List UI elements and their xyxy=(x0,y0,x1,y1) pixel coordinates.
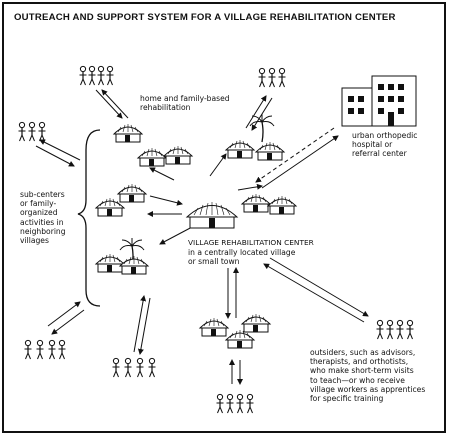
huts-bottom-cluster xyxy=(199,313,271,349)
family-top-right xyxy=(257,67,287,88)
huts-left-cluster xyxy=(95,183,147,217)
label-sub-centers: sub-centers or family- organized activit… xyxy=(20,190,66,246)
label-village-rehabilitation-center: VILLAGE REHABILITATION CENTER xyxy=(188,238,314,247)
family-top xyxy=(78,65,115,86)
connection-arrows xyxy=(35,89,369,385)
label-urban-hospital: urban orthopedic hospital or referral ce… xyxy=(352,131,418,159)
sub-centers-brace xyxy=(77,129,101,307)
family-left xyxy=(17,121,47,142)
label-center-location: in a centrally located village or small … xyxy=(188,248,296,267)
family-bottom-left xyxy=(23,339,67,360)
family-bottom-middle-left xyxy=(111,357,157,378)
outsiders-group xyxy=(375,319,415,340)
label-home-based-rehabilitation: home and family-based rehabilitation xyxy=(140,94,230,113)
family-bottom-center xyxy=(215,393,255,414)
label-outsiders: outsiders, such as advisors, therapists,… xyxy=(310,348,426,404)
huts-right-cluster xyxy=(241,193,297,215)
hospital-building xyxy=(341,75,417,127)
diagram-title: OUTREACH AND SUPPORT SYSTEM FOR A VILLAG… xyxy=(14,12,396,23)
huts-top-cluster xyxy=(113,113,285,167)
village-center-hut xyxy=(186,201,238,229)
huts-lower-left-cluster xyxy=(95,237,149,275)
